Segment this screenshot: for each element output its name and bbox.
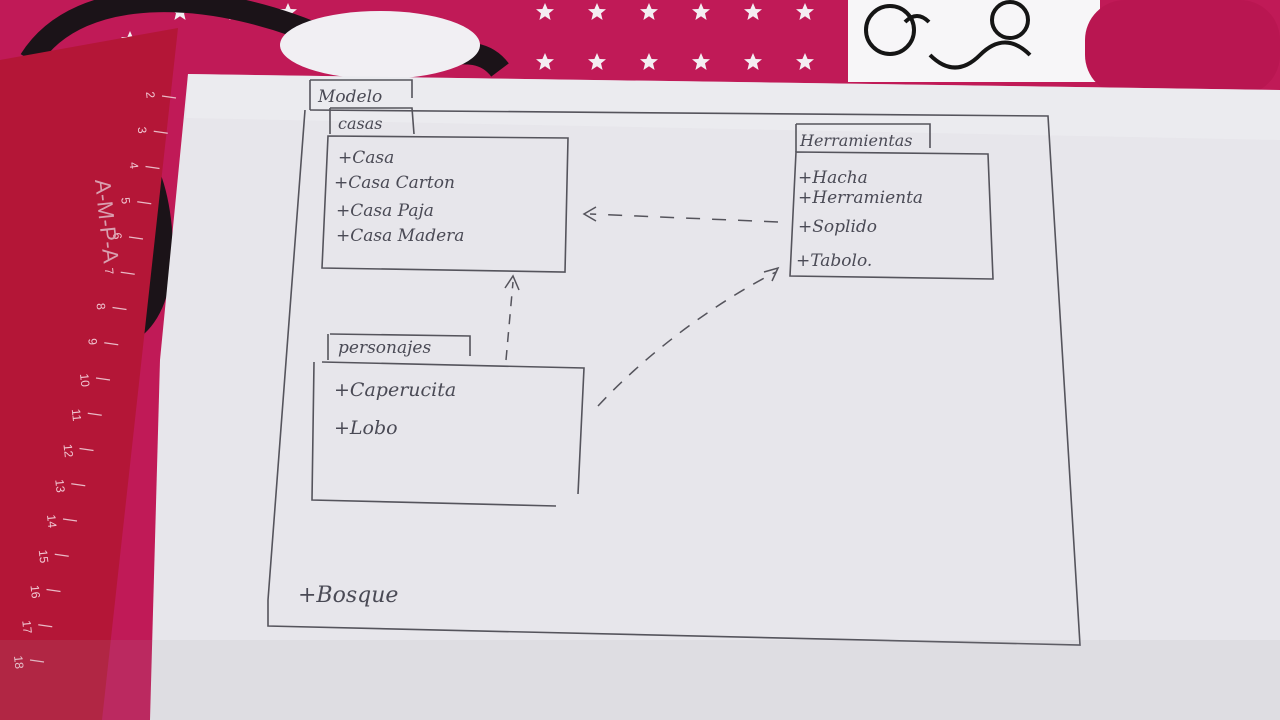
class-personajes bbox=[311, 333, 585, 507]
dependency-personajes-to-herramientas bbox=[597, 271, 777, 407]
package-tab bbox=[310, 79, 413, 98]
class-casas-name: casas bbox=[338, 114, 382, 133]
ruler-tick-label: 8 bbox=[94, 302, 109, 310]
arrowhead-casas-bottom bbox=[504, 274, 520, 291]
class-herramientas-tab bbox=[796, 123, 931, 148]
arrowhead-casas-right bbox=[582, 206, 597, 222]
ruler-tick-label: 16 bbox=[28, 584, 43, 599]
ruler-tick-label: 11 bbox=[69, 408, 84, 422]
ruler-tick-label: 2 bbox=[143, 91, 158, 99]
pink-fabric-fold bbox=[1085, 0, 1280, 95]
package-label: Modelo bbox=[317, 87, 382, 107]
class-personajes-member: +Caperucita bbox=[334, 379, 456, 401]
package-member: +Bosque bbox=[298, 583, 398, 608]
dependency-arrows bbox=[504, 206, 780, 407]
dependency-herramientas-to-casas bbox=[589, 213, 779, 223]
ruler-tick-label: 12 bbox=[61, 443, 76, 458]
package-frame bbox=[267, 109, 1081, 646]
class-personajes-name: personajes bbox=[338, 338, 431, 358]
ruler-tick bbox=[161, 95, 177, 99]
ruler-tick bbox=[54, 553, 69, 557]
ruler-tick bbox=[104, 342, 119, 346]
package-modelo bbox=[267, 79, 1081, 646]
class-herramientas-member: +Soplido bbox=[798, 217, 877, 237]
ruler-tick bbox=[87, 412, 102, 416]
class-casas-member: +Casa bbox=[338, 148, 394, 168]
ruler-tick-label: 18 bbox=[11, 655, 26, 670]
ruler-tick bbox=[79, 447, 94, 452]
arrowhead-herramientas bbox=[763, 266, 780, 282]
dependency-personajes-to-casas bbox=[505, 281, 514, 361]
ruler-tick bbox=[153, 130, 168, 134]
class-herramientas-member: +Herramienta bbox=[798, 188, 923, 208]
paper-highlight bbox=[186, 74, 1280, 140]
class-herramientas-member: +Tabolo. bbox=[796, 251, 872, 271]
class-casas-member: +Casa Madera bbox=[336, 226, 464, 246]
ruler-tick-label: 14 bbox=[44, 514, 59, 529]
ruler-ticks: 2 3 4 5 6 7 8 9 10 11 12 13 14 15 16 17 18 bbox=[11, 91, 177, 670]
ruler-tick-label: 15 bbox=[36, 549, 51, 564]
class-herramientas-name: Herramientas bbox=[799, 131, 913, 150]
ruler-tick bbox=[62, 518, 78, 522]
ruler-tick bbox=[95, 377, 111, 381]
class-casas-box bbox=[321, 135, 569, 273]
ruler-tick bbox=[46, 588, 61, 593]
ruler-tick bbox=[128, 236, 144, 240]
paper-sheet bbox=[150, 74, 1280, 720]
class-casas-member: +Casa Carton bbox=[334, 173, 455, 193]
class-personajes-member: +Lobo bbox=[334, 417, 398, 439]
ruler-tick bbox=[71, 483, 86, 487]
ruler-tick bbox=[38, 624, 53, 628]
ruler-tick bbox=[145, 165, 160, 170]
ruler-tick bbox=[137, 201, 152, 205]
class-casas bbox=[321, 107, 569, 273]
cartoon-cat-face bbox=[864, 0, 1032, 70]
class-personajes-box bbox=[311, 361, 585, 507]
cartoon-print bbox=[848, 0, 1100, 82]
ruler-tick bbox=[112, 306, 127, 311]
class-casas-tab bbox=[330, 107, 415, 135]
ruler-tick bbox=[120, 271, 135, 275]
white-fabric-patch bbox=[280, 11, 480, 79]
ruler-tick-label: 9 bbox=[85, 338, 100, 346]
ruler-tick-label: 4 bbox=[127, 161, 142, 169]
ruler-tick bbox=[29, 659, 45, 663]
ruler-tick-label: 10 bbox=[77, 373, 92, 388]
ruler-tick-label: 5 bbox=[118, 197, 133, 205]
class-herramientas-member: +Hacha bbox=[798, 168, 868, 188]
ruler-tick-label: 13 bbox=[52, 479, 67, 494]
ruler-tick-label: 6 bbox=[110, 232, 125, 240]
ruler-tick-label: 3 bbox=[135, 126, 150, 134]
class-personajes-tab bbox=[329, 333, 471, 356]
class-casas-member: +Casa Paja bbox=[336, 201, 434, 221]
shadow-vignette bbox=[0, 640, 1280, 720]
class-herramientas-box bbox=[789, 151, 994, 280]
ruler-tick-label: 17 bbox=[19, 620, 34, 635]
ruler-body bbox=[0, 28, 178, 720]
ruler-tick-label: 7 bbox=[102, 267, 117, 275]
class-herramientas bbox=[789, 123, 994, 280]
